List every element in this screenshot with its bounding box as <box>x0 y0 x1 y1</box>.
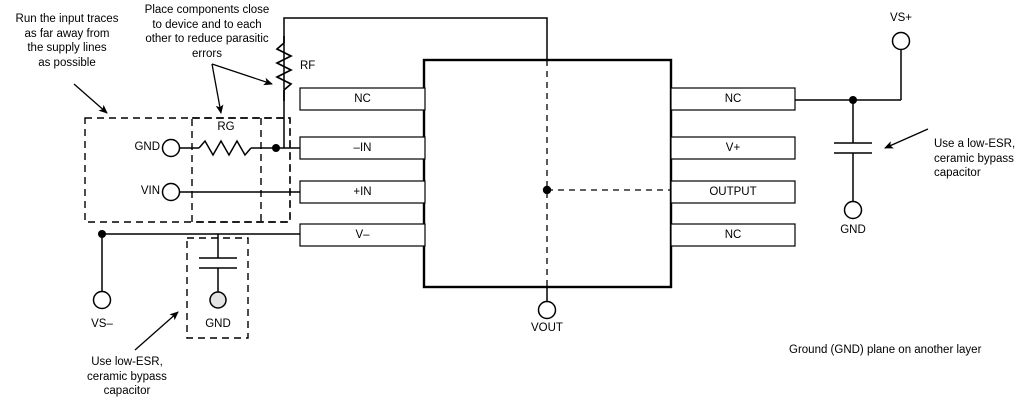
right-pin-boxes <box>670 87 796 247</box>
gnd-right-cap-label: GND <box>840 224 866 236</box>
pin-label-right-1: NC <box>724 93 742 105</box>
right-bypass-capacitor-symbol <box>834 100 872 202</box>
vs-plus-wire <box>795 50 902 101</box>
vs-minus-terminal[interactable] <box>92 290 112 310</box>
input-traces-arrow <box>73 83 108 114</box>
pin-box-left-1 <box>299 87 426 111</box>
rg-dashed-box <box>191 117 291 223</box>
gnd-left-cap-terminal[interactable] <box>209 291 227 309</box>
pin-label-left-4: V– <box>355 229 370 241</box>
left-bypass-cap-arrow <box>134 311 179 351</box>
input-traces-dashed-box <box>84 117 291 223</box>
rg-resistor-label: RG <box>217 121 235 133</box>
pin-box-right-3 <box>670 180 796 204</box>
pin-label-left-2: –IN <box>353 142 372 154</box>
gnd-input-terminal[interactable] <box>161 138 181 158</box>
place-components-arrow-to-rg <box>211 63 224 114</box>
ground-plane-note: Ground (GND) plane on another layer <box>789 344 982 356</box>
bypass-cap-left-note: Use low-ESR, ceramic bypass capacitor <box>87 356 167 397</box>
pin-label-left-3: +IN <box>353 186 372 198</box>
v-minus-rail <box>101 233 300 292</box>
pin-box-left-4 <box>299 223 426 247</box>
vout-label: VOUT <box>531 322 563 334</box>
left-pin-boxes <box>299 87 426 247</box>
vin-input-label: VIN <box>140 185 160 197</box>
pin-label-right-2: V+ <box>725 142 741 154</box>
vout-terminal[interactable] <box>537 300 557 320</box>
input-traces-note: Run the input traces as far away from th… <box>15 13 119 69</box>
vin-input-terminal[interactable] <box>161 182 181 202</box>
left-bypass-capacitor-symbol <box>199 234 237 292</box>
gnd-input-label: GND <box>134 141 160 153</box>
v-minus-rail-dot <box>98 230 106 238</box>
pin-box-right-2 <box>670 136 796 160</box>
gnd-input-wire <box>180 139 300 157</box>
pin-box-right-4 <box>670 223 796 247</box>
vs-minus-label: VS– <box>91 318 113 330</box>
pin-label-right-3: OUTPUT <box>709 186 757 198</box>
vs-plus-terminal[interactable] <box>891 31 911 51</box>
pin-label-left-1: NC <box>354 93 371 105</box>
pin-box-right-1 <box>670 87 796 111</box>
right-bypass-cap-arrow <box>884 128 929 149</box>
bypass-cap-right-note: Use a low-ESR, ceramic bypass capacitor <box>934 138 1016 179</box>
place-components-arrow-to-rf <box>211 63 273 86</box>
gnd-left-cap-label: GND <box>205 318 231 330</box>
rf-feedback-wire <box>283 17 548 90</box>
ic-center-node <box>542 185 552 195</box>
place-components-note: Place components close to device and to … <box>144 4 270 60</box>
rf-resistor-label: RF <box>300 60 316 72</box>
gnd-right-cap-terminal[interactable] <box>843 200 863 220</box>
pin-label-right-4: NC <box>724 229 742 241</box>
ic-center-axis <box>546 60 671 287</box>
vs-plus-label: VS+ <box>889 12 913 24</box>
